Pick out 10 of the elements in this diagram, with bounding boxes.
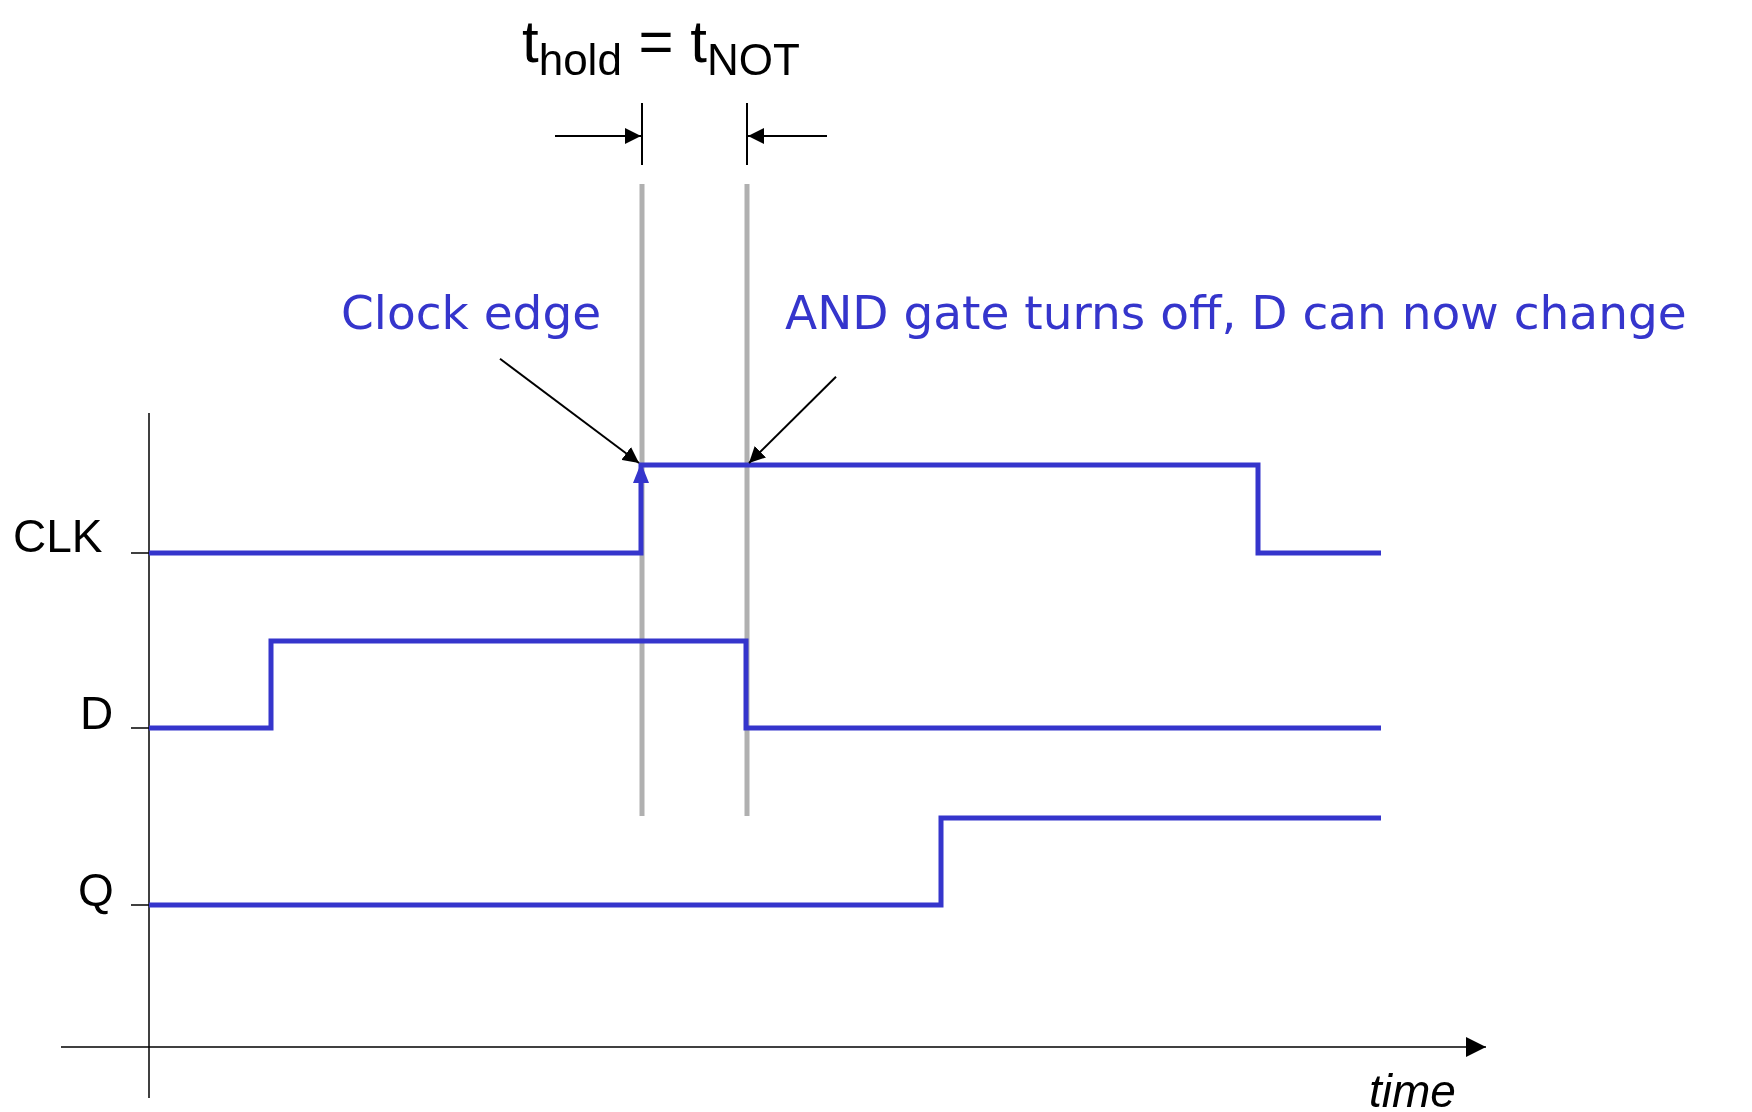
axis-label: time — [1369, 1068, 1456, 1112]
clock-waveform — [149, 462, 1381, 556]
signal-name: CLK — [13, 513, 103, 559]
signal-name: D — [80, 690, 114, 736]
annotation-text: AND gate turns off, D can now change — [785, 287, 1687, 339]
annotation-text: Clock edge — [341, 287, 602, 339]
diagram-title: t$_{hold}$ = t$_{NOT}$ — [522, 12, 800, 83]
signal-name: Q — [78, 867, 114, 913]
leader-line — [499, 357, 640, 464]
leader-line — [748, 375, 837, 464]
